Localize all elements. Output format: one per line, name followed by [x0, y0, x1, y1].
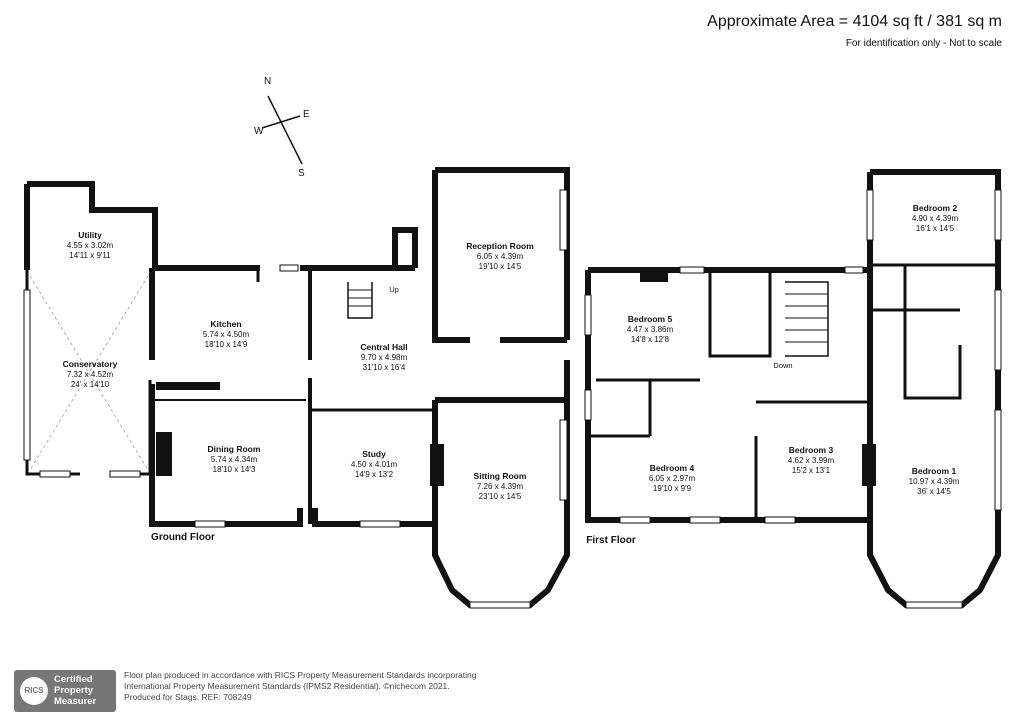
- conservatory-metric: 7.32 x 4.52m: [67, 370, 114, 379]
- compass-w: W: [254, 126, 264, 137]
- dining-name: Dining Room: [208, 444, 261, 454]
- bedroom4-name: Bedroom 4: [650, 463, 695, 473]
- first-floor-windows: [584, 189, 1002, 609]
- reception-metric: 6.05 x 4.39m: [477, 252, 524, 261]
- study-imperial: 14'9 x 13'2: [355, 470, 394, 479]
- rics-badge-line2: Property: [54, 685, 94, 696]
- bedroom5-imperial: 14'8 x 12'8: [631, 335, 670, 344]
- central-hall-metric: 9.70 x 4.98m: [361, 353, 408, 362]
- central-hall-imperial: 31'10 x 16'4: [363, 363, 406, 372]
- utility-name: Utility: [78, 230, 102, 240]
- approximate-area: Approximate Area = 4104 sq ft / 381 sq m: [707, 13, 1002, 30]
- rics-badge-line3: Measurer: [54, 696, 97, 707]
- stairs-up-label: Up: [389, 285, 399, 294]
- utility-imperial: 14'11 x 9'11: [69, 251, 111, 260]
- reception-name: Reception Room: [466, 241, 534, 251]
- compass-e: E: [303, 109, 310, 120]
- rics-badge-line1: Certified: [54, 674, 93, 685]
- dining-metric: 5.74 x 4.34m: [211, 455, 258, 464]
- first-floor-label: First Floor: [586, 535, 636, 546]
- footer-line2: International Property Measurement Stand…: [124, 681, 450, 691]
- bedroom2-metric: 4.90 x 4.39m: [912, 214, 959, 223]
- bedroom4-metric: 6.05 x 2.97m: [649, 474, 696, 483]
- kitchen-imperial: 18'10 x 14'9: [205, 340, 248, 349]
- rics-badge-text: Certified Property Measurer: [54, 674, 96, 707]
- fireplaces: [156, 270, 876, 486]
- rics-logo-icon: RICS: [20, 677, 48, 705]
- central-hall-name: Central Hall: [360, 342, 407, 352]
- reception-imperial: 19'10 x 14'5: [479, 262, 522, 271]
- footer-line3: Produced for Stags. REF: 708249: [124, 692, 252, 702]
- compass-icon: N E S W: [254, 76, 310, 179]
- ground-floor-labels: Utility 4.55 x 3.02m 14'11 x 9'11 Conser…: [63, 230, 535, 543]
- sitting-imperial: 23'10 x 14'5: [479, 492, 522, 501]
- conservatory-roof: [29, 275, 149, 471]
- header: Approximate Area = 4104 sq ft / 381 sq m…: [707, 12, 1002, 49]
- kitchen-metric: 5.74 x 4.50m: [203, 330, 250, 339]
- dining-imperial: 18'10 x 14'3: [213, 465, 256, 474]
- stairs-down-label: Down: [773, 361, 792, 370]
- footer-line1: Floor plan produced in accordance with R…: [124, 670, 477, 680]
- ground-floor-windows: [23, 189, 568, 609]
- scale-disclaimer: For identification only - Not to scale: [845, 38, 1002, 49]
- study-metric: 4.50 x 4.01m: [351, 460, 398, 469]
- compass-n: N: [264, 76, 271, 87]
- bedroom2-name: Bedroom 2: [913, 203, 958, 213]
- bedroom1-name: Bedroom 1: [912, 466, 957, 476]
- bedroom3-name: Bedroom 3: [789, 445, 834, 455]
- conservatory-name: Conservatory: [63, 359, 118, 369]
- compass-s: S: [298, 168, 305, 179]
- bedroom5-name: Bedroom 5: [628, 314, 673, 324]
- bedroom5-metric: 4.47 x 3.86m: [627, 325, 674, 334]
- utility-metric: 4.55 x 3.02m: [67, 241, 114, 250]
- first-floor-plan: [585, 169, 1001, 608]
- first-floor-labels: Bedroom 5 4.47 x 3.86m 14'8 x 12'8 Bedro…: [586, 203, 959, 546]
- rics-badge: RICS Certified Property Measurer: [14, 670, 116, 712]
- sitting-metric: 7.26 x 4.39m: [477, 482, 524, 491]
- conservatory-imperial: 24' x 14'10: [71, 380, 110, 389]
- bedroom3-imperial: 15'2 x 13'1: [792, 466, 831, 475]
- ground-floor-label: Ground Floor: [151, 532, 215, 543]
- bedroom3-metric: 4.62 x 3.99m: [788, 456, 835, 465]
- footer: RICS Certified Property Measurer Floor p…: [0, 660, 1024, 724]
- footer-notes: Floor plan produced in accordance with R…: [124, 670, 476, 703]
- bedroom4-imperial: 19'10 x 9'9: [653, 484, 692, 493]
- bedroom2-imperial: 16'1 x 14'5: [916, 224, 955, 233]
- study-name: Study: [362, 449, 386, 459]
- bedroom1-imperial: 36' x 14'5: [917, 487, 951, 496]
- sitting-name: Sitting Room: [474, 471, 527, 481]
- bedroom1-metric: 10.97 x 4.39m: [909, 477, 960, 486]
- kitchen-name: Kitchen: [210, 319, 241, 329]
